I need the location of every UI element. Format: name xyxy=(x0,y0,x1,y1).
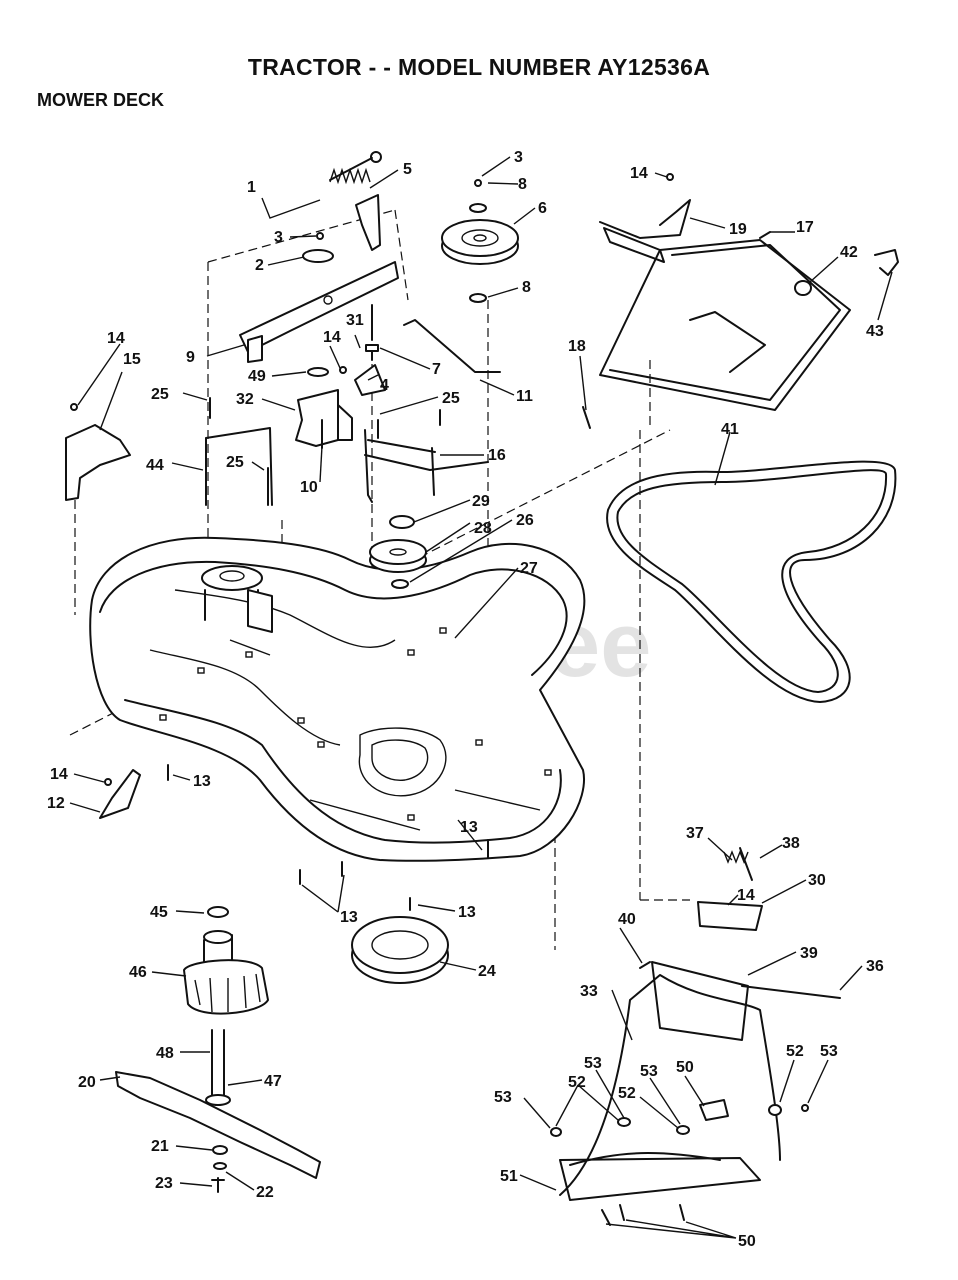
callout-13: 13 xyxy=(340,909,358,926)
callout-12: 12 xyxy=(47,795,65,812)
bearing-ring xyxy=(351,916,449,984)
pin-18 xyxy=(582,406,591,429)
callout-11: 11 xyxy=(516,388,533,405)
u-rod xyxy=(364,429,489,503)
callout-20: 20 xyxy=(78,1074,96,1091)
callout-numbers: 1 2 3 3 4 5 6 7 8 8 9 10 11 12 13 13 13 … xyxy=(47,149,884,1250)
callout-53: 53 xyxy=(494,1089,512,1106)
callout-31: 31 xyxy=(346,312,364,329)
callout-13: 13 xyxy=(460,819,478,836)
lift-bracket xyxy=(239,261,399,353)
callout-2: 2 xyxy=(255,257,264,274)
callout-25: 25 xyxy=(151,386,169,403)
blade-washer xyxy=(212,1145,228,1155)
callout-3: 3 xyxy=(274,229,283,246)
callout-36: 36 xyxy=(866,958,884,975)
bracket-12 xyxy=(99,769,141,819)
cotter-pin xyxy=(874,249,899,276)
callout-47: 47 xyxy=(264,1073,282,1090)
callout-3: 3 xyxy=(514,149,523,166)
callout-24: 24 xyxy=(478,963,496,980)
callout-37: 37 xyxy=(686,825,704,842)
callout-52: 52 xyxy=(568,1074,586,1091)
callout-25: 25 xyxy=(226,454,244,471)
callout-14: 14 xyxy=(737,887,755,904)
callout-10: 10 xyxy=(300,479,318,496)
washer xyxy=(302,249,334,263)
small-bracket xyxy=(354,364,386,396)
callout-41: 41 xyxy=(721,421,739,438)
callout-49: 49 xyxy=(248,368,266,385)
lift-arm xyxy=(355,194,381,251)
callout-21: 21 xyxy=(151,1138,169,1155)
callout-19: 19 xyxy=(729,221,747,238)
callout-42: 42 xyxy=(840,244,858,261)
deck-pulley xyxy=(369,539,427,573)
washer-42 xyxy=(794,280,812,296)
callout-16: 16 xyxy=(488,447,506,464)
callout-51: 51 xyxy=(500,1168,518,1185)
diagram-title: TRACTOR - - MODEL NUMBER AY12536A xyxy=(247,54,711,80)
callout-9: 9 xyxy=(186,349,195,366)
callout-28: 28 xyxy=(474,520,492,537)
callout-43: 43 xyxy=(866,323,884,340)
callout-5: 5 xyxy=(403,161,412,178)
callout-29: 29 xyxy=(472,493,490,510)
callout-22: 22 xyxy=(256,1184,274,1201)
callout-38: 38 xyxy=(782,835,800,852)
rod-44 xyxy=(205,427,273,506)
callout-8: 8 xyxy=(522,279,531,296)
callout-14: 14 xyxy=(323,329,341,346)
callout-53: 53 xyxy=(584,1055,602,1072)
mower-blade xyxy=(115,1071,321,1179)
callout-13: 13 xyxy=(458,904,476,921)
bracket-tab xyxy=(247,335,263,363)
callout-23: 23 xyxy=(155,1175,173,1192)
callout-52: 52 xyxy=(618,1085,636,1102)
callout-48: 48 xyxy=(156,1045,174,1062)
mount-bracket xyxy=(295,389,339,447)
callout-1: 1 xyxy=(247,179,256,196)
callout-44: 44 xyxy=(146,457,164,474)
callout-7: 7 xyxy=(432,361,441,378)
spindle-assembly xyxy=(183,906,269,1106)
idler-pulley xyxy=(441,219,519,265)
section-title: MOWER DECK xyxy=(37,90,164,110)
callout-45: 45 xyxy=(150,904,168,921)
callout-33: 33 xyxy=(580,983,598,1000)
callout-50: 50 xyxy=(738,1233,756,1250)
callout-6: 6 xyxy=(538,200,547,217)
callout-39: 39 xyxy=(800,945,818,962)
side-bracket xyxy=(65,424,131,501)
callout-14: 14 xyxy=(50,766,68,783)
callout-50: 50 xyxy=(676,1059,694,1076)
callout-40: 40 xyxy=(618,911,636,928)
callout-53: 53 xyxy=(820,1043,838,1060)
callout-53: 53 xyxy=(640,1063,658,1080)
callout-27: 27 xyxy=(520,560,538,577)
callout-26: 26 xyxy=(516,512,534,529)
callout-13: 13 xyxy=(193,773,211,790)
drive-belt xyxy=(606,460,897,703)
callout-32: 32 xyxy=(236,391,254,408)
callout-25: 25 xyxy=(442,390,460,407)
mower-deck xyxy=(89,536,586,862)
callout-30: 30 xyxy=(808,872,826,889)
callout-15: 15 xyxy=(123,351,141,368)
callout-52: 52 xyxy=(786,1043,804,1060)
bagger-assembly xyxy=(550,847,841,1226)
callout-14: 14 xyxy=(630,165,648,182)
callout-14: 14 xyxy=(107,330,125,347)
leader-lines xyxy=(69,156,893,1239)
callout-8: 8 xyxy=(518,176,527,193)
nut-29 xyxy=(389,515,415,529)
spring-part xyxy=(329,151,382,185)
callout-18: 18 xyxy=(568,338,586,355)
hanger-frame xyxy=(599,199,851,411)
control-rod xyxy=(403,319,501,373)
callout-46: 46 xyxy=(129,964,147,981)
callout-4: 4 xyxy=(380,377,389,394)
callout-17: 17 xyxy=(796,219,814,236)
